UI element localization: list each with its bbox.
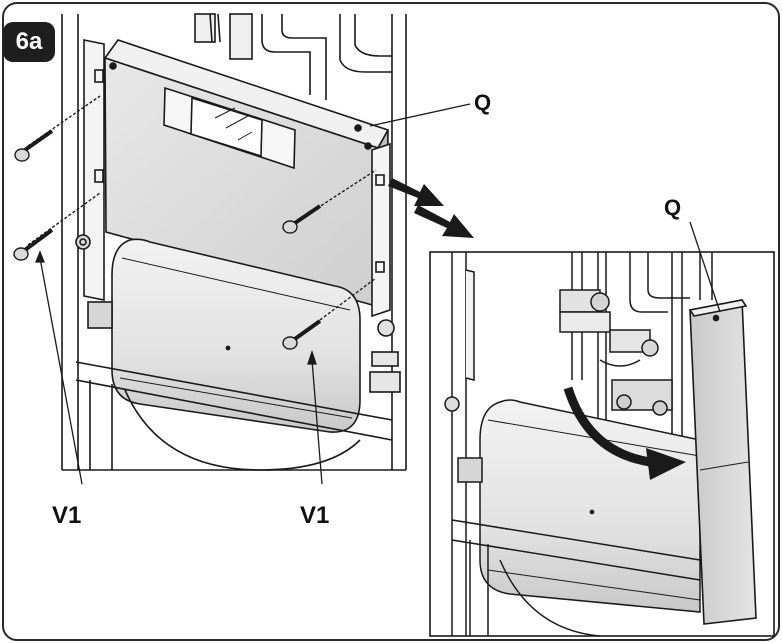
detail-view: [429, 221, 775, 637]
movement-arrows-icon: [388, 178, 474, 238]
expansion-tank-detail: [479, 399, 701, 613]
expansion-tank: [111, 238, 361, 433]
label-q-detail: Q: [664, 195, 682, 220]
label-v1-left: V1: [52, 502, 82, 529]
screw-right-lower-icon: [282, 319, 322, 350]
screw-top-left-icon: [14, 129, 54, 162]
screw-bottom-left-icon: [13, 228, 54, 261]
label-q-main: Q: [474, 90, 492, 115]
step-badge: 6a: [3, 22, 55, 62]
swing-arrow-icon: [563, 386, 686, 480]
screws-main: [13, 95, 377, 350]
leader-lines-main: [35, 103, 471, 485]
label-v1-right: V1: [300, 502, 330, 529]
screw-right-middle-icon: [282, 204, 322, 234]
main-view: [61, 13, 407, 471]
